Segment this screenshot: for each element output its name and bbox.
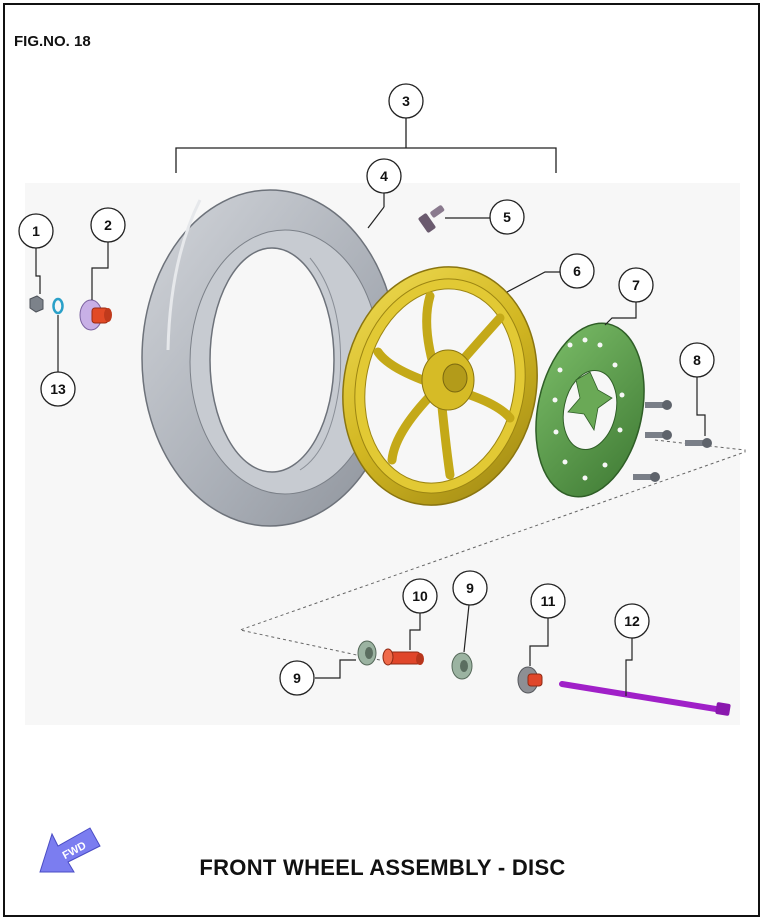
o-ring-part	[52, 297, 64, 315]
callout-11: 11	[530, 583, 566, 619]
svg-text:6: 6	[573, 263, 581, 279]
tyre-part	[141, 189, 399, 527]
svg-text:3: 3	[402, 93, 410, 109]
spacer-part	[382, 648, 424, 666]
callout-3: 3	[388, 83, 424, 119]
callout-2: 2	[90, 207, 126, 243]
callout-13: 13	[40, 371, 76, 407]
callout-12: 12	[614, 603, 650, 639]
svg-text:11: 11	[541, 593, 556, 609]
axle-collar-part	[517, 666, 543, 694]
svg-text:10: 10	[412, 588, 428, 604]
svg-text:5: 5	[503, 209, 511, 225]
figure-frame	[3, 3, 760, 917]
callout-9-left: 9	[279, 660, 315, 696]
leader-12	[625, 638, 633, 696]
svg-text:7: 7	[632, 277, 640, 293]
callout-5: 5	[489, 199, 525, 235]
valve-part	[418, 205, 445, 233]
svg-text:2: 2	[104, 217, 112, 233]
leader-9b	[463, 604, 470, 653]
leader-1	[35, 248, 41, 294]
leader-8	[696, 376, 706, 436]
disc-bolts	[633, 400, 712, 482]
callout-6: 6	[559, 253, 595, 289]
collar-part	[79, 299, 112, 331]
callout-9-right: 9	[452, 570, 488, 606]
svg-text:13: 13	[50, 381, 66, 397]
fwd-arrow-icon: FWD	[39, 827, 101, 873]
assembly-bracket	[175, 147, 557, 173]
callout-7: 7	[618, 267, 654, 303]
axle-part	[559, 681, 731, 716]
callout-10: 10	[402, 578, 438, 614]
leader-11	[529, 618, 549, 666]
leader-2	[91, 242, 109, 300]
figure-number: FIG.NO. 18	[14, 33, 91, 50]
svg-text:1: 1	[32, 223, 40, 239]
svg-text:8: 8	[693, 352, 701, 368]
leader-9a	[315, 659, 356, 679]
callout-4: 4	[366, 158, 402, 194]
bearing-left-part	[357, 640, 377, 666]
brake-disc-part	[535, 322, 645, 498]
rim-part	[342, 266, 538, 506]
leader-6	[506, 271, 560, 293]
callout-1: 1	[18, 213, 54, 249]
axis-dashed-line	[238, 439, 746, 661]
svg-text:4: 4	[380, 168, 388, 184]
diagram-title: FRONT WHEEL ASSEMBLY - DISC	[199, 855, 566, 880]
svg-text:12: 12	[624, 613, 640, 629]
leader-7	[604, 302, 637, 326]
bearing-right-part	[451, 652, 473, 680]
svg-text:9: 9	[293, 670, 301, 686]
nut-part	[29, 295, 44, 313]
leader-10	[409, 613, 421, 650]
callout-8: 8	[679, 342, 715, 378]
svg-text:9: 9	[466, 580, 474, 596]
